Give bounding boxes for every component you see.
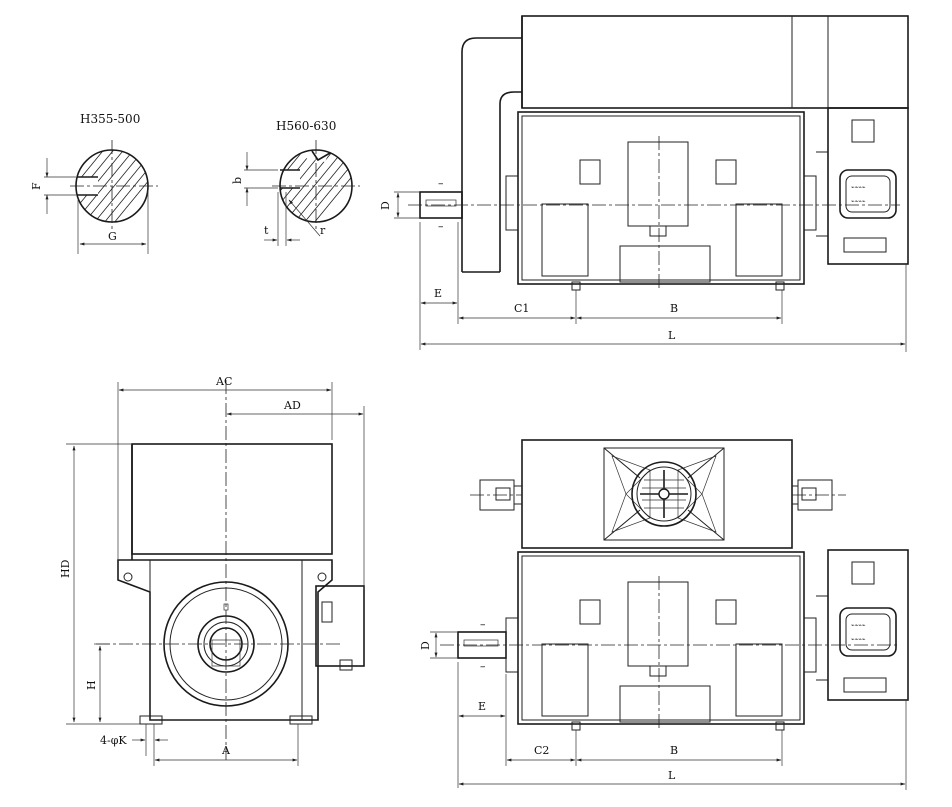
dim-B-bottom-label: B <box>670 744 678 757</box>
dim-b-label: b <box>231 177 244 184</box>
svg-text:–: – <box>438 177 444 190</box>
dim-G-label: G <box>108 230 117 243</box>
dim-A-label: A <box>221 744 231 757</box>
dim-C1-label: C1 <box>514 302 529 315</box>
svg-text:–: – <box>480 660 486 673</box>
dim-H-label: H <box>85 680 98 690</box>
dim-r-label: r <box>320 224 326 237</box>
svg-text:⌁⌁⌁⌁: ⌁⌁⌁⌁ <box>851 622 866 629</box>
dim-D-bottom-label: D <box>419 641 432 650</box>
dim-F-label: F <box>30 182 43 190</box>
dim-D-top-label: D <box>379 201 392 210</box>
dim-B-top-label: B <box>670 302 678 315</box>
shaft-detail-h560: H560-630 b t r <box>231 119 360 246</box>
dim-AD-label: AD <box>283 399 301 412</box>
dim-K-label: 4-φK <box>100 734 127 747</box>
dim-t-label: t <box>264 224 269 237</box>
svg-text:⌁⌁⌁⌁: ⌁⌁⌁⌁ <box>851 198 866 205</box>
dim-E-top-label: E <box>434 287 442 300</box>
dim-C2-label: C2 <box>534 744 549 757</box>
dim-L-top-label: L <box>668 329 676 342</box>
shaft-detail-title-left: H355-500 <box>80 112 140 126</box>
dim-AC-label: AC <box>215 375 232 388</box>
dim-L-bottom-label: L <box>668 769 676 782</box>
dim-HD-label: HD <box>59 559 72 578</box>
end-view: AC AD HD H 4-φK A <box>59 375 365 766</box>
side-view-bottom: ⌁⌁⌁⌁ ⌁⌁⌁⌁ D – – E C2 <box>419 439 909 790</box>
shaft-detail-title-right: H560-630 <box>276 119 336 133</box>
dim-E-bottom-label: E <box>478 700 486 713</box>
svg-text:–: – <box>480 618 486 631</box>
svg-text:⌁⌁⌁⌁: ⌁⌁⌁⌁ <box>851 636 866 643</box>
side-view-top: ⌁⌁⌁⌁ ⌁⌁⌁⌁ D – – E <box>379 15 909 352</box>
shaft-detail-h355: H355-500 F G <box>30 112 158 254</box>
svg-text:–: – <box>438 220 444 233</box>
terminal-marks-top: ⌁⌁⌁⌁ <box>851 184 866 191</box>
